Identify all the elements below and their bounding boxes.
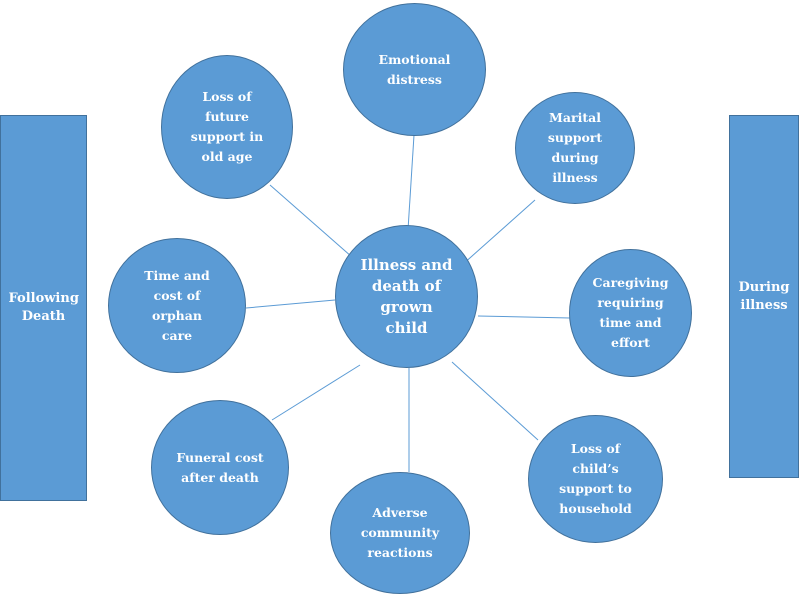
during-illness-label: During illness bbox=[738, 279, 790, 313]
node-loss-of-future-support-label: Loss of future support in old age bbox=[190, 89, 264, 164]
node-marital-support: Marital support during illness bbox=[515, 92, 635, 204]
node-loss-of-child-support: Loss of child’s support to household bbox=[528, 415, 663, 543]
node-orphan-care-label: Time and cost of orphan care bbox=[144, 267, 210, 343]
connector-emotional bbox=[407, 134, 415, 231]
following-death-panel: Following Death bbox=[0, 115, 87, 501]
node-loss-of-future-support: Loss of future support in old age bbox=[161, 55, 293, 199]
center-node-label: Illness and death of grown child bbox=[360, 255, 453, 337]
node-caregiving-label: Caregiving requiring time and effort bbox=[592, 275, 669, 350]
node-orphan-care: Time and cost of orphan care bbox=[108, 238, 246, 373]
connector-marital bbox=[461, 199, 536, 266]
following-death-label: Following Death bbox=[8, 291, 79, 324]
during-illness-panel: During illness bbox=[729, 115, 799, 478]
connector-orphan bbox=[245, 299, 336, 309]
node-funeral-cost: Funeral cost after death bbox=[151, 400, 289, 535]
node-funeral-cost-label: Funeral cost after death bbox=[176, 449, 264, 485]
node-emotional-distress: Emotional distress bbox=[343, 3, 486, 136]
connector-loss-child bbox=[451, 361, 539, 441]
node-emotional-distress-label: Emotional distress bbox=[378, 51, 451, 87]
connector-caregiving bbox=[477, 315, 571, 319]
node-marital-support-label: Marital support during illness bbox=[547, 110, 603, 185]
node-adverse-community-reactions-label: Adverse community reactions bbox=[360, 505, 440, 560]
connector-future bbox=[269, 184, 353, 258]
connector-funeral bbox=[271, 364, 361, 421]
node-loss-of-child-support-label: Loss of child’s support to household bbox=[559, 441, 632, 516]
center-node: Illness and death of grown child bbox=[335, 225, 478, 368]
node-caregiving: Caregiving requiring time and effort bbox=[569, 249, 692, 377]
node-adverse-community-reactions: Adverse community reactions bbox=[330, 472, 470, 594]
